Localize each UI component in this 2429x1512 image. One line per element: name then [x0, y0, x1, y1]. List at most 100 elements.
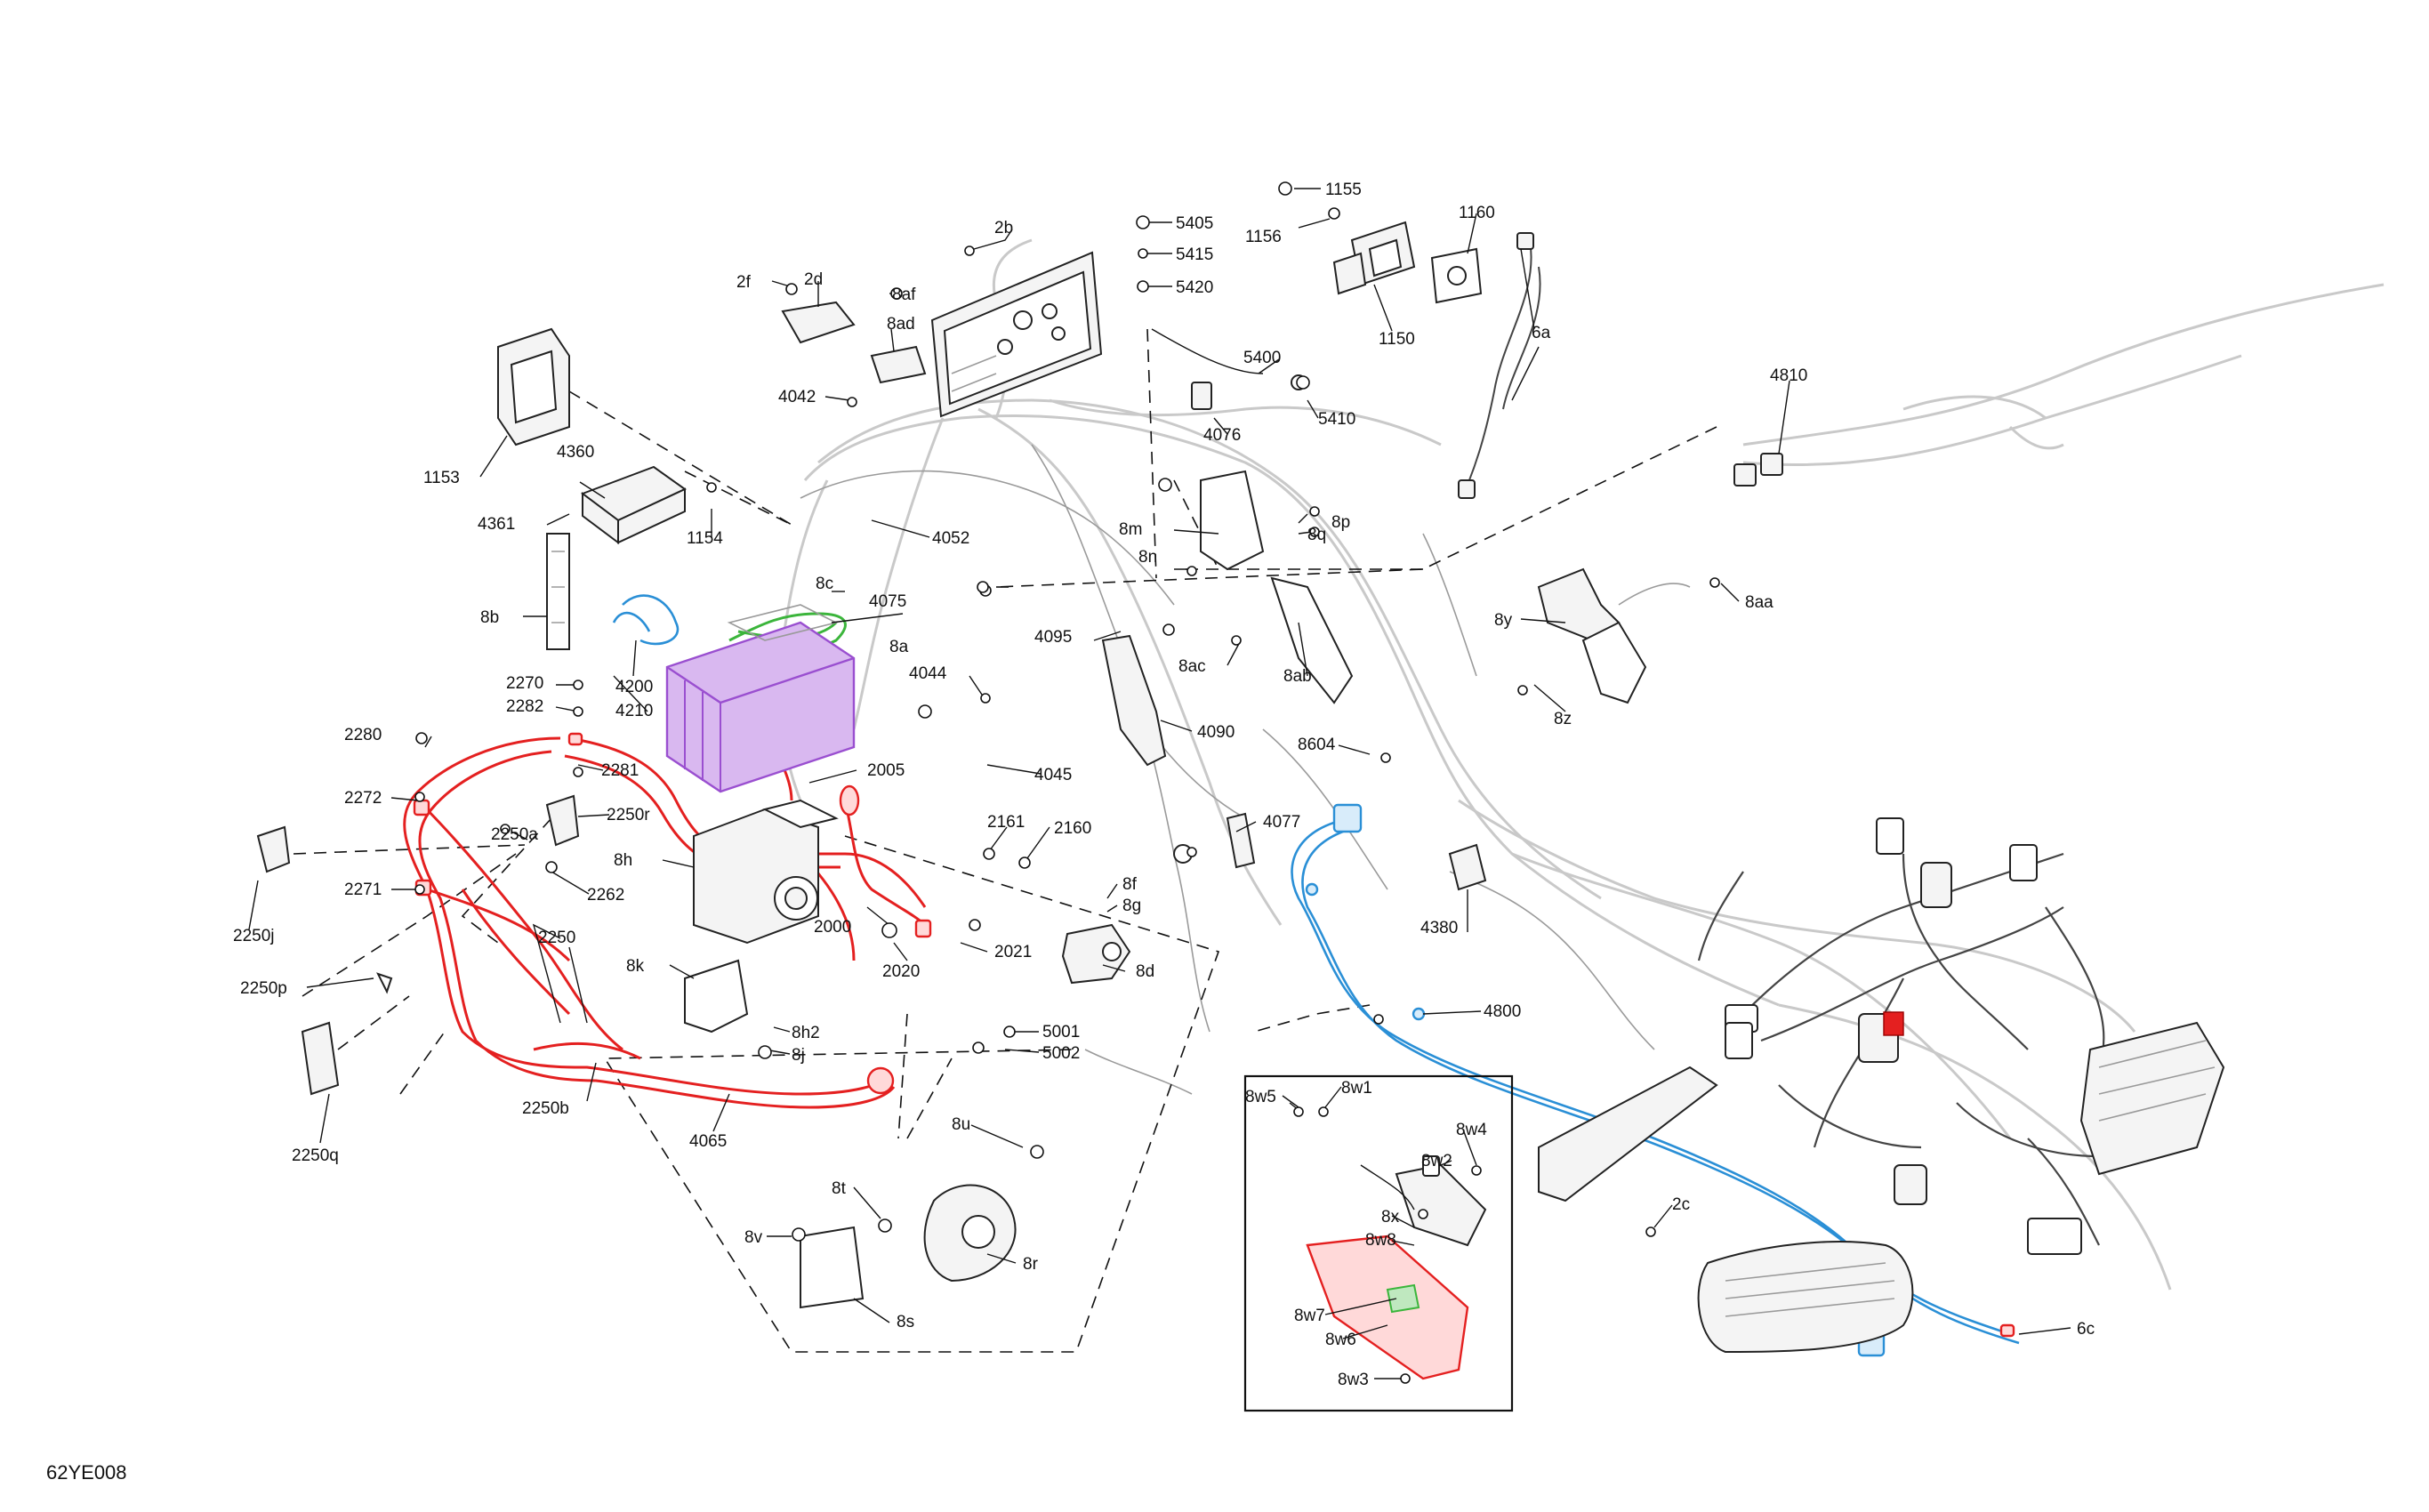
battery [665, 604, 856, 793]
label-1153: 1153 [423, 469, 460, 487]
label-2c: 2c [1672, 1195, 1690, 1214]
label-8604: 8604 [1298, 736, 1336, 754]
label-1150: 1150 [1379, 330, 1415, 349]
solenoid-8d [1061, 923, 1131, 985]
label-4076: 4076 [1203, 426, 1241, 445]
gasket-1160 [1430, 247, 1483, 304]
label-2271: 2271 [344, 881, 382, 899]
label-8z: 8z [1554, 710, 1572, 728]
label-8b: 8b [480, 608, 499, 627]
label-8t: 8t [832, 1179, 847, 1198]
motor-8y [1537, 567, 1691, 704]
label-4810: 4810 [1770, 366, 1807, 385]
bracket-8b [546, 533, 570, 650]
horn-8r [923, 1184, 1017, 1283]
label-5002: 5002 [1042, 1044, 1080, 1063]
label-2282: 2282 [506, 697, 543, 716]
figure-code: 62YE008 [46, 1461, 127, 1484]
label-2250r: 2250r [607, 806, 650, 824]
label-2021: 2021 [994, 943, 1032, 961]
label-5410: 5410 [1318, 410, 1355, 429]
label-4065: 4065 [689, 1132, 727, 1151]
label-4044: 4044 [909, 664, 947, 683]
label-4200: 4200 [615, 678, 653, 696]
label-8n: 8n [1138, 548, 1157, 567]
label-8k: 8k [626, 957, 645, 976]
label-8r: 8r [1023, 1255, 1039, 1274]
label-8w6: 8w6 [1325, 1331, 1356, 1349]
label-6c: 6c [2077, 1320, 2095, 1339]
label-8af: 8af [892, 286, 916, 304]
label-8f: 8f [1122, 875, 1138, 894]
label-8j: 8j [792, 1046, 805, 1065]
label-8m: 8m [1119, 520, 1142, 539]
label-1156: 1156 [1245, 228, 1282, 246]
label-2f: 2f [736, 273, 752, 292]
bracket-4090 [1101, 634, 1167, 767]
label-4380: 4380 [1420, 919, 1458, 937]
label-8c: 8c [816, 575, 833, 593]
label-8w8: 8w8 [1365, 1231, 1396, 1250]
callout-labels: 1155 1156 1160 1150 6a 5405 5415 5420 2b… [233, 181, 2095, 1389]
bracket-8k [684, 959, 749, 1033]
label-5001: 5001 [1042, 1023, 1080, 1042]
label-2020: 2020 [882, 962, 920, 981]
rear-harness [1697, 817, 2225, 1255]
instrument-cluster [930, 251, 1103, 418]
label-8w2: 8w2 [1421, 1152, 1452, 1170]
connector-4076 [1151, 328, 1307, 410]
label-2281: 2281 [601, 761, 639, 780]
label-4360: 4360 [557, 443, 594, 462]
sensor-2d [781, 301, 927, 384]
inset-box [1243, 1074, 1514, 1412]
connector-4380 [1448, 843, 1487, 891]
label-1154: 1154 [687, 529, 723, 548]
label-4075: 4075 [869, 592, 906, 611]
small-parts-left [256, 794, 580, 1096]
label-5405: 5405 [1176, 214, 1213, 233]
label-2250q: 2250q [292, 1146, 339, 1165]
label-2d: 2d [804, 270, 823, 289]
wire-6a [1458, 232, 1541, 499]
label-2250p: 2250p [240, 979, 287, 998]
label-8w3: 8w3 [1338, 1371, 1369, 1389]
label-5420: 5420 [1176, 278, 1213, 297]
label-8g: 8g [1122, 897, 1141, 915]
label-8w5: 8w5 [1245, 1088, 1276, 1106]
label-8ad: 8ad [887, 315, 915, 334]
label-4210: 4210 [615, 702, 653, 720]
connector-4077 [1173, 812, 1256, 869]
bracket-8ab [1270, 576, 1354, 704]
label-4077: 4077 [1263, 813, 1300, 832]
label-4052: 4052 [932, 529, 969, 548]
module-8m [1200, 470, 1265, 571]
label-8d: 8d [1136, 962, 1154, 981]
label-2262: 2262 [587, 886, 624, 905]
label-8w1: 8w1 [1341, 1079, 1372, 1098]
label-4090: 4090 [1197, 723, 1235, 742]
label-8w4: 8w4 [1456, 1121, 1487, 1139]
label-2000: 2000 [814, 918, 851, 937]
label-4095: 4095 [1034, 628, 1072, 647]
label-8ac: 8ac [1178, 657, 1206, 676]
fasteners [414, 181, 1720, 1384]
label-8h2: 8h2 [792, 1024, 820, 1042]
label-8a: 8a [889, 638, 909, 656]
label-8ab: 8ab [1283, 667, 1312, 686]
label-8v: 8v [744, 1228, 763, 1247]
label-2250j: 2250j [233, 927, 275, 945]
label-8p: 8p [1331, 513, 1350, 532]
label-2250b: 2250b [522, 1099, 569, 1118]
label-2272: 2272 [344, 789, 382, 808]
label-4361: 4361 [478, 515, 515, 534]
label-2b: 2b [994, 219, 1013, 237]
label-8w7: 8w7 [1294, 1307, 1325, 1325]
license-bracket [1538, 1066, 1718, 1202]
label-5400: 5400 [1243, 349, 1281, 367]
label-8s: 8s [897, 1313, 914, 1331]
label-8x: 8x [1381, 1208, 1400, 1226]
label-2250a: 2250a [491, 825, 538, 844]
label-4042: 4042 [778, 388, 816, 406]
bracket-8s [800, 1226, 865, 1309]
switch-panel-1153 [497, 327, 570, 446]
